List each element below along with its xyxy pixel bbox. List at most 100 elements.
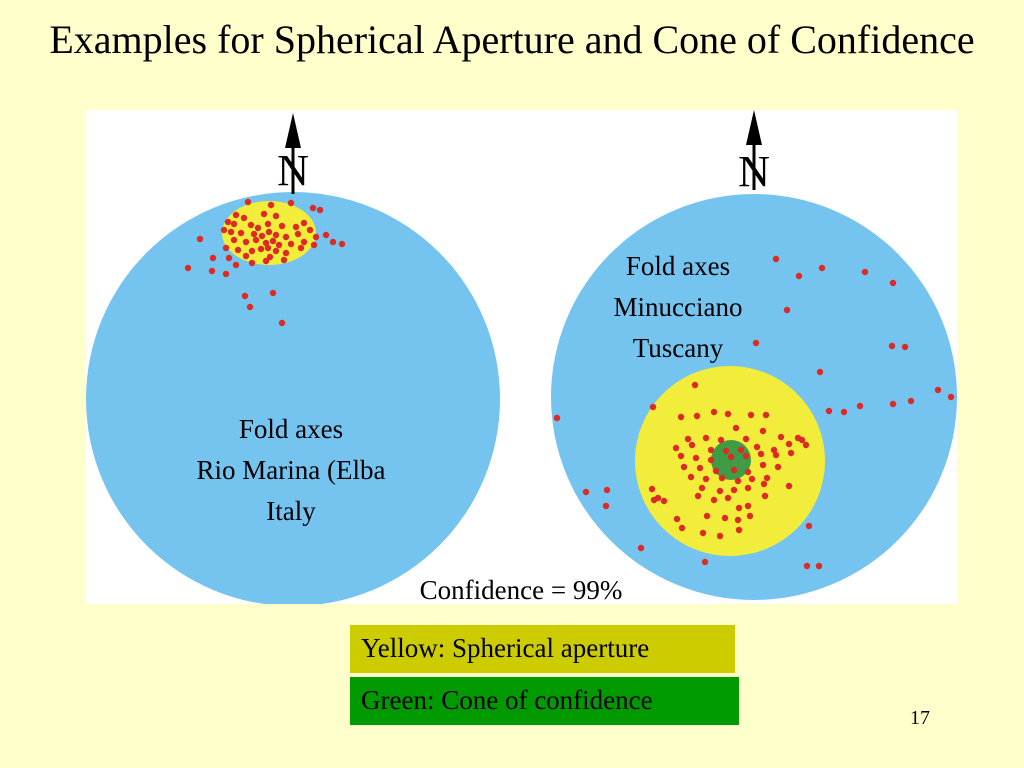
right-data-point — [677, 413, 685, 421]
right-data-point — [840, 408, 848, 416]
left-data-point — [246, 303, 254, 311]
right-data-point — [783, 306, 791, 314]
left-data-point — [266, 253, 274, 261]
right-label-line-1: Fold axes — [625, 251, 731, 281]
left-label-line-3: Italy — [266, 496, 316, 526]
right-data-point — [707, 446, 715, 454]
left-label-line-1: Fold axes — [238, 414, 344, 444]
right-data-point — [744, 484, 752, 492]
left-data-point — [275, 241, 283, 249]
right-data-point — [907, 397, 915, 405]
right-data-point — [772, 451, 780, 459]
right-data-point — [901, 343, 909, 351]
right-data-point — [722, 447, 730, 455]
right-data-point — [787, 449, 795, 457]
right-data-point — [692, 454, 700, 462]
left-net-label: Fold axes Rio Marina (Elba Italy — [146, 409, 436, 532]
right-data-point — [747, 411, 755, 419]
right-data-point — [698, 484, 706, 492]
left-data-point — [262, 257, 270, 265]
right-data-point — [724, 410, 732, 418]
right-data-point — [710, 496, 718, 504]
left-data-point — [282, 249, 290, 257]
left-data-point — [262, 239, 270, 247]
left-data-point — [209, 254, 217, 262]
right-stereonet: N — [551, 110, 957, 600]
legend-cone-of-confidence: Green: Cone of confidence — [350, 677, 739, 725]
stereonet-panel: N N Fold axes Rio Marina (Elba Italy Fol… — [86, 110, 957, 605]
left-data-point — [272, 247, 280, 255]
right-data-point — [654, 494, 662, 502]
right-data-point — [947, 393, 955, 401]
right-data-point — [803, 562, 811, 570]
left-data-point — [232, 211, 240, 219]
right-label-line-3: Tuscany — [632, 333, 724, 363]
right-data-point — [730, 486, 738, 494]
right-data-point — [732, 424, 740, 432]
right-data-point — [710, 408, 718, 416]
right-data-point — [582, 488, 590, 496]
right-data-point — [730, 466, 738, 474]
right-data-point — [603, 486, 611, 494]
right-data-point — [825, 407, 833, 415]
left-data-point — [222, 244, 230, 252]
right-data-point — [815, 562, 823, 570]
left-data-point — [300, 238, 308, 246]
right-data-point — [716, 487, 724, 495]
right-data-point — [696, 464, 704, 472]
right-data-point — [716, 532, 724, 540]
right-data-point — [734, 477, 742, 485]
right-data-point — [759, 427, 767, 435]
left-data-point — [278, 222, 286, 230]
right-data-point — [712, 467, 720, 475]
left-data-point — [244, 198, 252, 206]
legend-spherical-aperture: Yellow: Spherical aperture — [350, 625, 735, 673]
right-north-label: N — [738, 147, 770, 196]
left-label-line-2: Rio Marina (Elba — [196, 455, 386, 485]
left-data-point — [242, 238, 250, 246]
left-data-point — [196, 235, 204, 243]
north-arrow-icon: N — [277, 113, 309, 195]
left-data-point — [230, 220, 238, 228]
right-data-point — [718, 474, 726, 482]
right-data-point — [734, 516, 742, 524]
left-data-point — [254, 224, 262, 232]
left-data-points — [184, 198, 346, 327]
left-data-point — [280, 256, 288, 264]
right-data-point — [777, 433, 785, 441]
right-data-point — [861, 268, 869, 276]
right-data-point — [798, 436, 806, 444]
right-data-point — [694, 492, 702, 500]
right-data-point — [724, 494, 732, 502]
left-data-point — [184, 264, 192, 272]
right-data-point — [648, 485, 656, 493]
left-data-point — [300, 219, 308, 227]
left-data-point — [264, 220, 272, 228]
left-data-point — [260, 210, 268, 218]
stereonet-diagram: N N — [86, 110, 957, 604]
right-data-point — [742, 435, 750, 443]
right-data-point — [934, 386, 942, 394]
left-data-point — [267, 201, 275, 209]
right-data-point — [785, 440, 793, 448]
right-data-point — [889, 279, 897, 287]
right-data-point — [748, 475, 756, 483]
left-data-point — [306, 226, 314, 234]
left-data-point — [240, 214, 248, 222]
left-data-point — [329, 238, 337, 246]
right-data-point — [701, 558, 709, 566]
right-data-point — [772, 255, 780, 263]
right-data-point — [805, 522, 813, 530]
right-data-point — [818, 264, 826, 272]
left-data-point — [322, 231, 330, 239]
right-data-point — [672, 444, 680, 452]
right-data-point — [757, 450, 765, 458]
right-net-label: Fold axes Minucciano Tuscany — [568, 246, 788, 369]
right-data-point — [684, 435, 692, 443]
left-data-point — [224, 218, 232, 226]
right-data-point — [737, 446, 745, 454]
left-data-point — [297, 244, 305, 252]
left-data-point — [222, 270, 230, 278]
right-data-point — [802, 441, 810, 449]
left-data-point — [225, 254, 233, 262]
